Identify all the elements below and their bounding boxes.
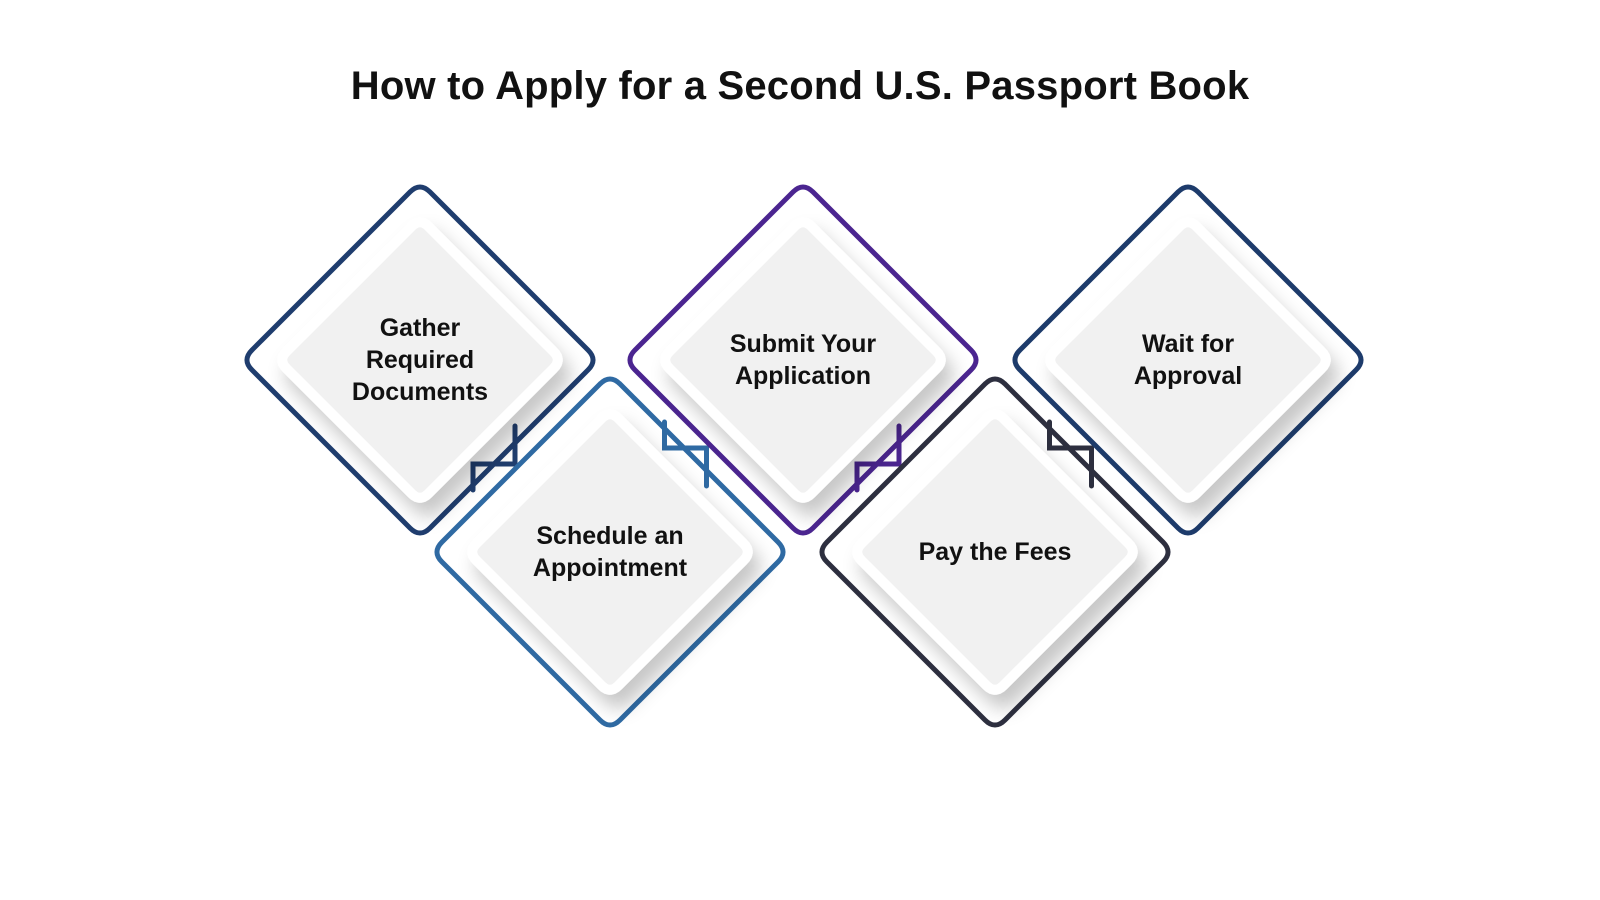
step-label-2: Schedule an Appointment bbox=[532, 522, 688, 582]
step-outline-5 bbox=[1012, 184, 1364, 536]
connector-3 bbox=[854, 423, 902, 493]
step-tile-5 bbox=[1045, 217, 1331, 503]
page-title: How to Apply for a Second U.S. Passport … bbox=[350, 64, 1250, 108]
step-label-1: Gather Required Documents bbox=[351, 314, 489, 406]
step-tile-3 bbox=[660, 217, 946, 503]
step-outline-4 bbox=[819, 376, 1171, 728]
step-outline-3 bbox=[627, 184, 979, 536]
step-label-4: Pay the Fees bbox=[918, 538, 1072, 566]
step-outline-2 bbox=[434, 376, 786, 728]
step-label-3: Submit Your Application bbox=[729, 330, 877, 390]
step-tile-2 bbox=[467, 409, 753, 695]
step-tile-1 bbox=[277, 217, 563, 503]
connector-1 bbox=[470, 423, 518, 493]
step-outline-1 bbox=[244, 184, 596, 536]
step-label-5: Wait for Approval bbox=[1133, 330, 1243, 390]
connector-2 bbox=[662, 419, 709, 489]
step-tile-4 bbox=[852, 409, 1138, 695]
connector-4 bbox=[1047, 419, 1094, 489]
